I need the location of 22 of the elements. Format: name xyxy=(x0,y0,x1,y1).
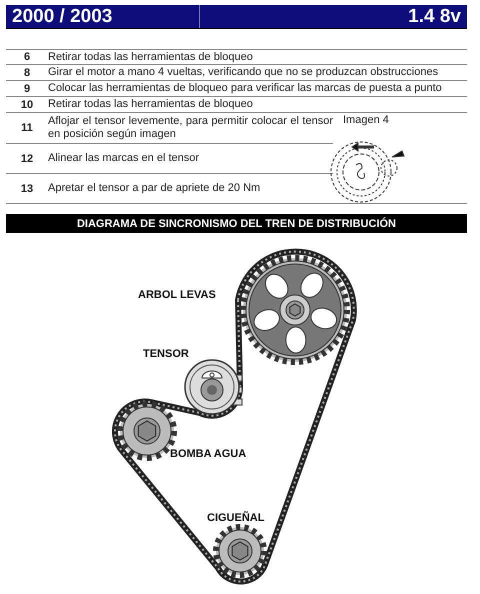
step-text: Apretar el tensor a par de apriete de 20 Nm xyxy=(48,182,262,195)
step-number: 13 xyxy=(20,182,34,194)
step-number: 10 xyxy=(20,98,34,110)
section-heading: DIAGRAMA DE SINCRONISMO DEL TREN DE DISTRIBUCIÓN xyxy=(76,218,396,230)
step-text: Alinear las marcas en el tensor xyxy=(48,152,200,165)
part-label: BOMBA AGUA xyxy=(170,448,246,460)
step-text: Retirar todas las herramientas de bloqueo xyxy=(48,50,254,64)
step-number: 9 xyxy=(22,82,32,94)
step-number: 8 xyxy=(22,66,32,78)
engine-spec: 1.4 8v xyxy=(408,6,461,27)
step-number: 11 xyxy=(20,122,34,134)
year-range: 2000 / 2003 xyxy=(12,6,112,27)
part-label: CIGUEÑAL xyxy=(207,512,264,524)
step-number: 6 xyxy=(22,51,32,63)
step-text: Colocar las herramientas de bloqueo para verificar las marcas de puesta a punto xyxy=(48,82,443,95)
image-caption: Imagen 4 xyxy=(343,114,389,126)
step-text: Aflojar el tensor levemente, para permitir colocar el tensor en posición según imagen xyxy=(48,115,333,141)
part-label: TENSOR xyxy=(143,348,189,360)
step-text: Girar el motor a mano 4 vueltas, verificando que no se produzcan obstrucciones xyxy=(48,66,440,79)
step-text: Retirar todas las herramientas de bloqueo xyxy=(48,98,254,111)
step-number: 12 xyxy=(20,152,34,164)
part-label: ARBOL LEVAS xyxy=(138,289,216,301)
